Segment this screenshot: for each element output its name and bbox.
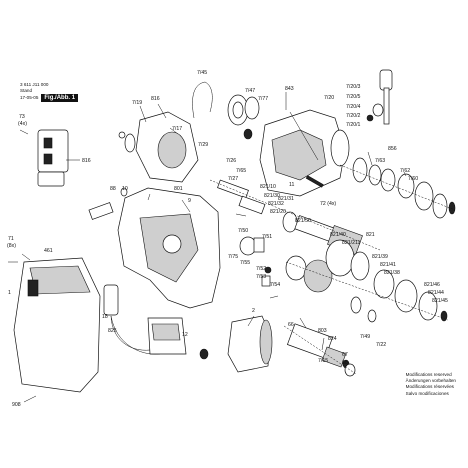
battery-pack-461 [13,257,101,393]
chuck-housing-843 [259,109,350,197]
note-de: Änderungen vorbehalten [405,378,456,384]
label-11: 11 [289,182,294,188]
label-821-32: 821/32 [268,201,284,207]
label-7-20: 7/20 [324,95,334,101]
label-7-60: 7/60 [408,176,418,182]
drive-shaft-chain [339,157,456,219]
stand-label: Stand [20,88,33,93]
label-88: 88 [110,186,116,192]
label-821-10: 821/10 [260,184,276,190]
label-7-62: 7/62 [400,168,410,174]
label-821-20: 821/20 [270,209,286,215]
label-7-15: 7/15 [318,358,328,364]
label-7-65: 7/65 [236,168,246,174]
label-461: 461 [44,248,53,254]
label-7-20-3: 7/20/3 [346,84,361,90]
label-7-20-5: 7/20/5 [346,94,361,100]
label-68: 68 [342,360,348,366]
label-66: 66 [288,322,294,328]
label-7-27: 7/27 [228,176,238,182]
label-908: 908 [12,402,21,408]
label-71-qty: (8x) [7,243,16,249]
label-821-30: 821/30 [264,193,280,199]
motor-stator-2 [227,315,273,373]
spring-clip-7-45 [192,81,213,119]
label-821: 821 [366,232,375,238]
label-9: 9 [188,198,191,204]
label-7-20-1: 7/20/1 [346,122,361,128]
label-821-44: 821/44 [428,290,444,296]
label-825: 825 [108,328,117,334]
label-821-50: 821/50 [295,218,311,224]
label-71: 71 [8,236,14,242]
label-18: 18 [102,314,108,320]
leader-lines [21,92,407,403]
gearbox-7-19 [124,111,199,183]
label-7-51: 7/51 [262,234,272,240]
label-821-31: 821/31 [278,196,294,202]
drawing-date: 17-05-05 [20,95,39,100]
electronics-module-816 [37,129,69,187]
drawing-header: 3 611 J11 000 Stand 17-05-05 Fig./Abb. 1 [20,82,79,102]
label-12: 12 [182,332,188,338]
label-821-38: 821/38 [384,270,400,276]
label-2: 2 [252,308,255,314]
label-843: 843 [285,86,294,92]
label-7-45: 7/45 [197,70,207,76]
label-7-17: 7/17 [172,126,182,132]
label-7-20-2: 7/20/2 [346,113,361,119]
label-67: 67 [342,352,348,358]
label-7-19: 7/19 [132,100,142,106]
note-es: Salvo modificaciones [405,390,449,396]
label-7-47: 7/47 [245,88,255,94]
label-821-40: 821/40 [330,232,346,238]
note-en: Modifications reserved [405,372,452,377]
label-10: 10 [122,186,128,192]
label-803: 803 [318,328,327,334]
motor-housing-801 [117,187,221,309]
armature-66 [283,323,357,377]
label-816-top: 816 [151,96,160,102]
label-821-46: 821/46 [424,282,440,288]
label-7-53: 7/53 [256,274,266,280]
label-73: 73 [19,114,25,120]
label-7-22: 7/22 [376,342,386,348]
callout-labels: 7/45 843 7/20/3 7/20/5 7/20 7/20/4 7/20/… [7,70,448,408]
label-824: 824 [328,336,337,342]
label-821-45: 821/45 [432,298,448,304]
modifications-note: Modifications reserved Änderungen vorbeh… [406,372,456,397]
label-73-qty: (4x) [18,121,27,127]
label-7-75: 7/75 [228,254,238,260]
trigger-switch [88,187,128,220]
label-1: 1 [8,290,11,296]
label-7-29: 7/29 [198,142,208,148]
label-72: 72 (4x) [320,201,336,207]
locking-sleeve-7-20 [366,69,393,125]
battery-latch-12 [147,317,209,360]
rings-7-47 [227,94,260,140]
label-7-49: 7/49 [360,334,370,340]
percussion-assembly [209,175,381,255]
mode-selector [239,236,272,287]
part-number: 3 611 J11 000 [20,82,49,87]
label-816-left: 816 [82,158,91,164]
label-7-54: 7/54 [270,282,280,288]
figure-label: Fig./Abb. 1 [41,94,79,102]
label-7-77: 7/77 [258,96,268,102]
label-856: 856 [388,146,397,152]
label-7-20-4: 7/20/4 [346,104,361,110]
label-7-26: 7/26 [226,158,236,164]
label-7-55: 7/55 [240,260,250,266]
label-821-211: 821/211 [342,240,360,246]
screws [8,129,126,263]
label-821-39: 821/39 [372,254,388,260]
label-7-63: 7/63 [375,158,385,164]
gear-train [285,239,449,323]
label-7-52: 7/52 [256,266,266,272]
label-801: 801 [174,186,183,192]
label-7-50: 7/50 [238,228,248,234]
label-821-41: 821/41 [380,262,396,268]
note-fr: Modifications réservées [405,384,454,390]
